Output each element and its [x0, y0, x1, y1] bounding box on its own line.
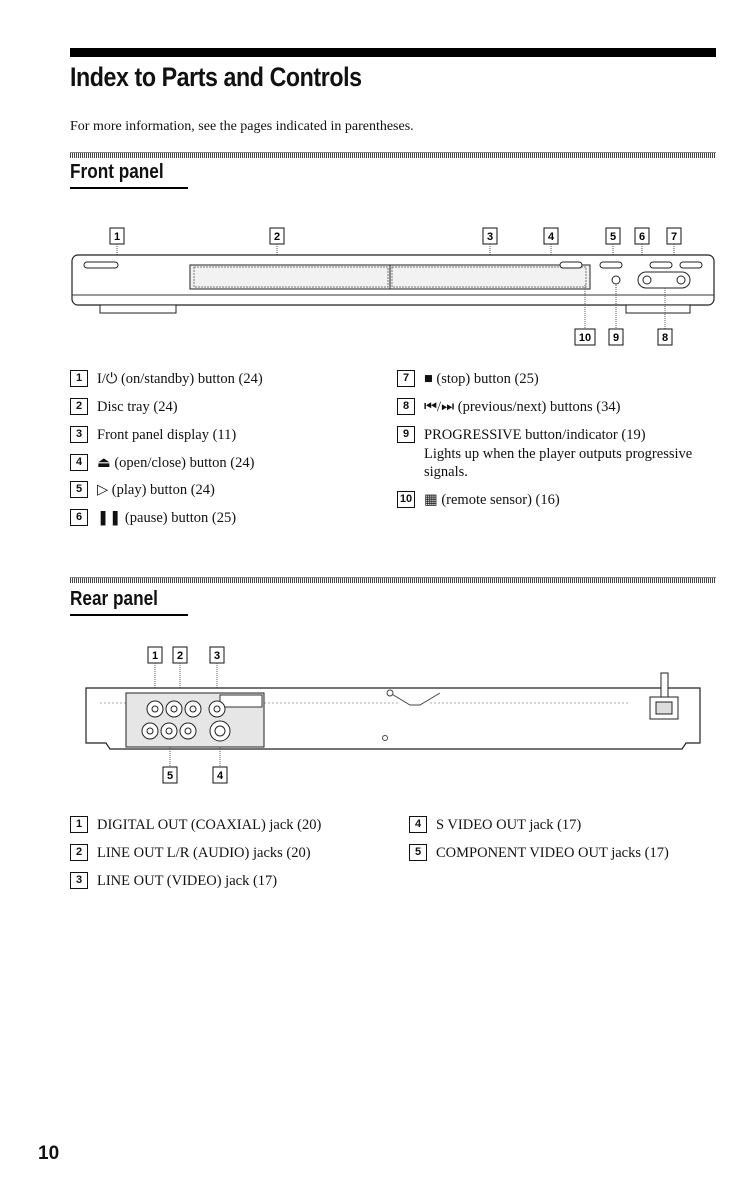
rear-list-right: 4 S VIDEO OUT jack (17) 5 COMPONENT VIDEO …: [409, 816, 729, 872]
item-number: 8: [397, 397, 415, 415]
item-text: ⏮/⏭ (previous/next) buttons (34): [424, 398, 621, 415]
intro-text: For more information, see the pages indi…: [70, 119, 414, 134]
front-callout-8: 8: [657, 328, 673, 346]
item-number: 6: [70, 509, 88, 527]
item-number: 10: [397, 491, 415, 509]
item-number: 5: [409, 843, 427, 861]
front-item-2: 2 Disc tray (24): [70, 397, 400, 417]
front-panel-heading: Front panel: [70, 161, 164, 183]
front-item-1: 1 I/⏻ (on/standby) button (24): [70, 370, 400, 389]
item-number: 7: [397, 370, 415, 387]
front-callout-7-label: 7: [671, 231, 677, 243]
front-callout-4-label: 4: [548, 231, 555, 243]
front-callout-10: 10: [574, 328, 596, 346]
front-callout-3: 3: [482, 227, 498, 273]
front-callout-1: 1: [109, 227, 125, 263]
front-list-left: 1 I/⏻ (on/standby) button (24) 2 Disc tray…: [70, 370, 400, 537]
front-callout-5-label: 5: [610, 231, 616, 243]
rear-item-1: 1 DIGITAL OUT (COAXIAL) jack (20): [70, 816, 400, 835]
front-callout-3-label: 3: [487, 231, 493, 243]
rear-callout-5: 5: [162, 766, 178, 784]
item-text: S VIDEO OUT jack (17): [436, 817, 582, 833]
front-callout-9-label: 9: [613, 332, 619, 344]
top-rule: [70, 48, 716, 57]
front-item-5: 5 ▷ (play) button (24): [70, 481, 400, 500]
rear-item-5: 5 COMPONENT VIDEO OUT jacks (17): [409, 843, 729, 863]
item-text: ⏏ (open/close) button (24): [97, 454, 255, 471]
front-callout-2: 2: [269, 227, 285, 273]
rear-callout-3-label: 3: [214, 650, 220, 662]
item-number: 4: [70, 453, 88, 471]
front-callout-6: 6: [634, 227, 650, 263]
front-callout-8-label: 8: [662, 332, 668, 344]
front-callout-7: 7: [666, 227, 682, 263]
front-callout-10-label: 10: [579, 332, 591, 344]
rear-item-2: 2 LINE OUT L/R (AUDIO) jacks (20): [70, 843, 400, 863]
front-callout-4: 4: [543, 227, 559, 263]
item-number: 5: [70, 481, 88, 499]
item-number: 1: [70, 816, 88, 833]
rear-item-4: 4 S VIDEO OUT jack (17): [409, 816, 729, 835]
front-item-7: 7 ■ (stop) button (25): [397, 370, 727, 389]
rear-callout-5-label: 5: [167, 770, 173, 782]
front-heading-underline: [70, 187, 188, 189]
rear-callout-4-label: 4: [217, 770, 224, 782]
item-text: ▦ (remote sensor) (16): [424, 492, 560, 509]
front-list-right: 7 ■ (stop) button (25) 8 ⏮/⏭ (previous/nex…: [397, 370, 727, 519]
item-subtext: Lights up when the player outputs progre…: [424, 445, 693, 481]
front-item-9: 9 PROGRESSIVE button/indicator (19) Lights…: [397, 425, 727, 483]
rear-callout-1-label: 1: [152, 650, 158, 662]
item-number: 1: [70, 370, 88, 387]
item-text: Disc tray (24): [97, 398, 178, 415]
item-text: LINE OUT L/R (AUDIO) jacks (20): [97, 844, 311, 861]
item-number: 3: [70, 871, 88, 889]
rear-heading-underline: [70, 614, 188, 616]
item-text: I/⏻ (on/standby) button (24): [97, 371, 263, 387]
front-callout-6-label: 6: [639, 231, 645, 243]
section-rule-rear: [70, 577, 716, 583]
rear-panel-heading: Rear panel: [70, 588, 158, 610]
rear-panel-illustration: 1 2 3 5 4: [85, 646, 701, 784]
page-title: Index to Parts and Controls: [70, 62, 362, 92]
item-text: ❚❚ (pause) button (25): [97, 510, 237, 527]
front-item-4: 4 ⏏ (open/close) button (24): [70, 453, 400, 473]
front-item-10: 10 ▦ (remote sensor) (16): [397, 491, 727, 510]
page-number: 10: [38, 1143, 60, 1164]
rear-item-3: 3 LINE OUT (VIDEO) jack (17): [70, 871, 400, 891]
item-text: COMPONENT VIDEO OUT jacks (17): [436, 844, 669, 861]
item-text: PROGRESSIVE button/indicator (19): [424, 426, 646, 443]
rear-callout-2-label: 2: [177, 650, 183, 662]
item-text: LINE OUT (VIDEO) jack (17): [97, 872, 278, 889]
front-panel-illustration: 1 2 3 4 5 6 7: [71, 227, 715, 346]
front-item-8: 8 ⏮/⏭ (previous/next) buttons (34): [397, 397, 727, 417]
item-text: ▷ (play) button (24): [97, 482, 215, 499]
item-number: 2: [70, 397, 88, 415]
front-item-6: 6 ❚❚ (pause) button (25): [70, 509, 400, 528]
item-text: ■ (stop) button (25): [424, 371, 539, 387]
front-callout-5: 5: [605, 227, 621, 263]
front-callout-2-label: 2: [274, 231, 280, 243]
section-rule-front: [70, 152, 716, 158]
item-number: 2: [70, 843, 88, 861]
front-callout-9: 9: [608, 328, 624, 346]
front-item-3: 3 Front panel display (11): [70, 425, 400, 445]
item-number: 4: [409, 816, 427, 833]
item-number: 3: [70, 425, 88, 443]
front-callout-1-label: 1: [114, 231, 120, 243]
item-number: 9: [397, 425, 415, 443]
rear-callout-4: 4: [212, 766, 228, 784]
item-text: DIGITAL OUT (COAXIAL) jack (20): [97, 817, 322, 833]
item-text: Front panel display (11): [97, 426, 237, 443]
